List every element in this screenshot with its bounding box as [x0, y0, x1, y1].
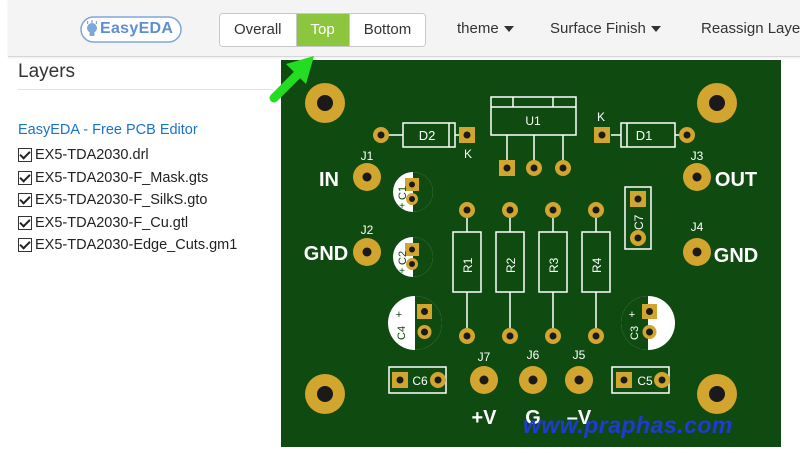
capacitor-c5: C5	[611, 366, 670, 394]
layer-file-item[interactable]: EX5-TDA2030-F_Cu.gtl	[18, 212, 237, 235]
ref-plus-c1: +	[399, 201, 405, 212]
ref-r1: R1	[461, 257, 475, 273]
layer-file-name: EX5-TDA2030-Edge_Cuts.gm1	[35, 237, 238, 254]
ref-j1: J1	[361, 149, 374, 163]
layer-checkbox[interactable]	[18, 215, 32, 230]
theme-menu[interactable]: theme	[457, 13, 514, 45]
layer-file-item[interactable]: EX5-TDA2030.drl	[18, 144, 237, 167]
easyeda-logo[interactable]: EasyEDA	[80, 16, 182, 43]
layer-checkbox[interactable]	[18, 238, 32, 253]
resistor-r1: R1	[452, 202, 482, 344]
view-bottom-button[interactable]: Bottom	[349, 14, 426, 46]
ref-j6: J6	[527, 348, 540, 362]
ref-d2: D2	[419, 128, 436, 143]
ref-j5: J5	[573, 348, 586, 362]
connector-j4: J4 GND	[683, 220, 758, 267]
surface-finish-menu[interactable]: Surface Finish	[550, 13, 661, 45]
ref-c2: C2	[397, 251, 409, 265]
layer-file-name: EX5-TDA2030.drl	[35, 147, 149, 164]
connector-j6: J6 G	[519, 348, 547, 429]
chevron-down-icon	[650, 26, 661, 33]
label-g: G	[525, 407, 541, 429]
layer-checkbox[interactable]	[18, 148, 32, 163]
capacitor-c1: + C1	[393, 172, 433, 212]
diode-d2: D2 K	[373, 122, 475, 161]
ref-plus-c2: +	[399, 266, 405, 277]
chevron-down-icon	[503, 26, 514, 33]
ref-k-d2: K	[464, 147, 472, 161]
label-out: OUT	[715, 169, 757, 191]
layer-file-name: EX5-TDA2030-F_Mask.gts	[35, 169, 209, 186]
logo-badge-icon	[80, 16, 182, 43]
watermark-text: www.praphas.com	[523, 412, 733, 438]
top-toolbar: EasyEDA Overall Top Bottom theme Surface…	[8, 0, 800, 57]
label-gnd-left: GND	[304, 243, 348, 265]
resistor-r2: R2	[495, 202, 525, 344]
connector-j7: J7 +V	[470, 350, 498, 429]
mounting-hole	[697, 374, 737, 414]
layer-file-item[interactable]: EX5-TDA2030-F_SilkS.gto	[18, 189, 237, 212]
layer-file-name: EX5-TDA2030-F_Cu.gtl	[35, 214, 189, 231]
view-toggle-group: Overall Top Bottom	[219, 13, 427, 47]
ref-c3: C3	[629, 326, 641, 340]
layer-file-list: EX5-TDA2030.drl EX5-TDA2030-F_Mask.gts E…	[18, 144, 237, 257]
ref-d1: D1	[636, 128, 653, 143]
layer-checkbox[interactable]	[18, 193, 32, 208]
ref-j3: J3	[691, 149, 704, 163]
view-top-button[interactable]: Top	[296, 14, 350, 46]
label-plus-v: +V	[471, 407, 497, 429]
ref-j2: J2	[361, 223, 374, 237]
reassign-layer-menu[interactable]: Reassign Laye	[701, 13, 800, 45]
layers-divider	[18, 89, 273, 90]
connector-j2: J2 GND	[304, 223, 381, 266]
ref-c7: C7	[632, 214, 646, 230]
layer-file-item[interactable]: EX5-TDA2030-F_Mask.gts	[18, 167, 237, 190]
regulator-u1: U1	[490, 96, 577, 176]
connector-j3: J3 OUT	[683, 149, 757, 191]
ref-u1: U1	[525, 114, 541, 128]
theme-menu-label: theme	[457, 20, 499, 37]
easyeda-editor-link[interactable]: EasyEDA - Free PCB Editor	[18, 122, 198, 138]
layer-file-item[interactable]: EX5-TDA2030-Edge_Cuts.gm1	[18, 234, 237, 257]
ref-j7: J7	[478, 350, 491, 364]
view-overall-button[interactable]: Overall	[220, 14, 297, 46]
ref-c5: C5	[637, 374, 653, 388]
logo-text: EasyEDA	[100, 20, 174, 37]
pcb-board-svg: D2 K U1 D1 K J1 IN J2 GND	[281, 60, 781, 447]
layer-checkbox[interactable]	[18, 170, 32, 185]
ref-plus-c4: +	[396, 309, 402, 321]
capacitor-c6: C6	[388, 366, 447, 394]
ref-c6: C6	[412, 374, 428, 388]
ref-plus-c3: +	[629, 309, 635, 321]
ref-j4: J4	[691, 220, 704, 234]
ref-c1: C1	[397, 186, 409, 200]
mounting-hole	[305, 374, 345, 414]
reassign-layer-menu-label: Reassign Laye	[701, 20, 800, 37]
resistor-r3: R3	[538, 202, 568, 344]
ref-r4: R4	[590, 257, 604, 273]
capacitor-c4: + C4	[388, 296, 442, 350]
layer-file-name: EX5-TDA2030-F_SilkS.gto	[35, 192, 208, 209]
pcb-preview[interactable]: D2 K U1 D1 K J1 IN J2 GND	[281, 60, 781, 447]
ref-r3: R3	[547, 257, 561, 273]
arrow-pointer-icon	[269, 56, 314, 103]
surface-finish-menu-label: Surface Finish	[550, 20, 646, 37]
ref-c4: C4	[396, 326, 408, 340]
label-in: IN	[319, 169, 339, 191]
label-minus-v: –V	[567, 407, 592, 429]
capacitor-c7: C7	[624, 186, 652, 250]
layers-title: Layers	[18, 61, 76, 82]
label-gnd-right: GND	[714, 245, 758, 267]
capacitor-c3: + C3	[621, 296, 675, 350]
connector-j1: J1 IN	[319, 149, 381, 191]
mounting-hole	[697, 83, 737, 123]
ref-r2: R2	[504, 257, 518, 273]
resistor-r4: R4	[581, 202, 611, 344]
diode-d1: D1 K	[594, 110, 695, 148]
capacitor-c2: + C2	[393, 237, 433, 277]
ref-k-d1: K	[597, 110, 605, 124]
mounting-hole	[305, 83, 345, 123]
connector-j5: J5 –V	[565, 348, 593, 429]
